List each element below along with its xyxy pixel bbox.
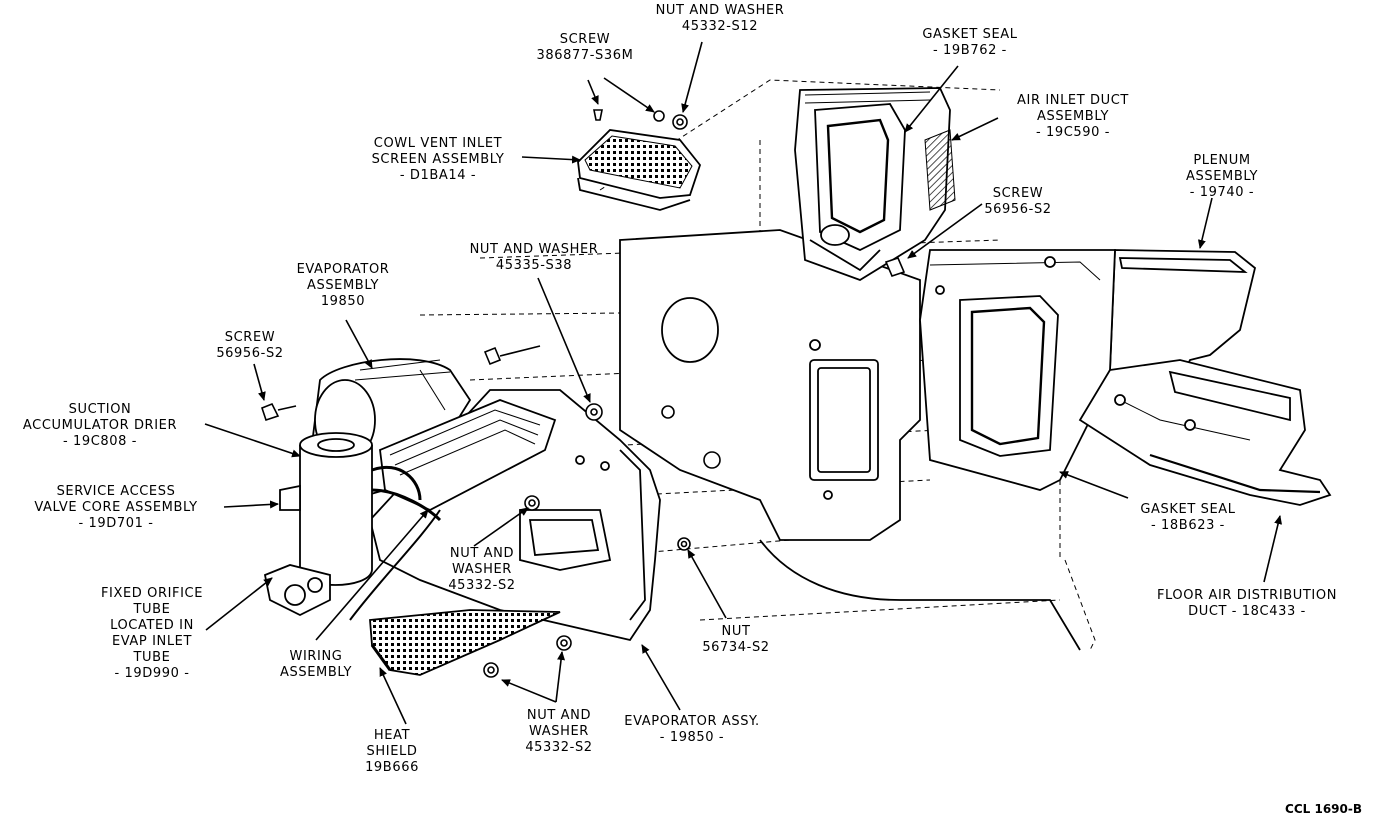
label-line: - D1BA14 - xyxy=(399,168,477,183)
label-line: - 19D701 - xyxy=(78,516,154,531)
label-line: ASSEMBLY xyxy=(279,665,353,680)
label-line: - 19740 - xyxy=(1189,185,1255,200)
label-line: 19850 xyxy=(320,294,366,309)
label-nut-washer-mid: NUT AND WASHER 45335-S38 xyxy=(470,242,599,274)
label-line: ACCUMULATOR DRIER xyxy=(22,418,178,433)
label-line: - 18B623 - xyxy=(1151,518,1225,533)
label-line: COWL VENT INLET xyxy=(373,136,503,151)
label-line: NUT AND xyxy=(526,708,592,723)
fasteners xyxy=(261,109,906,678)
label-screw-top: SCREW 386877-S36M xyxy=(537,32,634,64)
label-wiring: WIRING ASSEMBLY xyxy=(280,649,352,681)
label-line: - 19B762 - xyxy=(933,43,1007,58)
label-line: EVAPORATOR xyxy=(296,262,390,277)
label-line: WASHER xyxy=(452,562,512,577)
label-gasket-seal-bottom: GASKET SEAL - 18B623 - xyxy=(1140,502,1235,534)
label-cowl-vent: COWL VENT INLET SCREEN ASSEMBLY - D1BA14… xyxy=(372,136,505,184)
label-line: SCREW xyxy=(992,186,1044,201)
leader-lines xyxy=(204,41,1283,725)
label-line: HEAT xyxy=(373,728,411,743)
label-line: 56956-S2 xyxy=(216,346,284,361)
label-line: NUT xyxy=(721,624,751,639)
evaporator-core xyxy=(379,399,557,511)
label-line: WASHER xyxy=(529,724,589,739)
label-line: WIRING xyxy=(289,649,343,664)
label-line: SCREEN ASSEMBLY xyxy=(371,152,505,167)
label-evaporator-top: EVAPORATOR ASSEMBLY 19850 xyxy=(297,262,390,310)
label-line: SCREW xyxy=(224,330,276,345)
drawing-code: CCL 1690-B xyxy=(1285,802,1362,816)
label-line: AIR INLET DUCT xyxy=(1017,93,1129,108)
label-line: GASKET SEAL xyxy=(922,27,1018,42)
label-line: 45332-S2 xyxy=(448,578,516,593)
label-line: TUBE xyxy=(133,602,171,617)
wiring-harness xyxy=(349,509,441,621)
label-line: DUCT - 18C433 - xyxy=(1188,604,1306,619)
label-line: 386877-S36M xyxy=(536,48,634,63)
label-suction-accumulator: SUCTION ACCUMULATOR DRIER - 19C808 - xyxy=(23,402,177,450)
label-line: - 19C808 - xyxy=(62,434,138,449)
plenum-assembly xyxy=(919,249,1257,491)
label-line: TUBE xyxy=(133,650,171,665)
label-line: NUT AND xyxy=(449,546,515,561)
label-line: VALVE CORE ASSEMBLY xyxy=(34,500,198,515)
label-evaporator-assy: EVAPORATOR ASSY. - 19850 - xyxy=(624,714,759,746)
label-line: LOCATED IN xyxy=(110,618,194,633)
label-line: SCREW xyxy=(559,32,611,47)
label-nut-washer-bottom: NUT AND WASHER 45332-S2 xyxy=(525,708,592,756)
label-fixed-orifice: FIXED ORIFICE TUBE LOCATED IN EVAP INLET… xyxy=(101,586,203,682)
label-line: 45332-S12 xyxy=(681,19,759,34)
label-line: 45335-S38 xyxy=(495,258,573,273)
label-line: EVAPORATOR ASSY. xyxy=(624,714,760,729)
label-line: NUT AND WASHER xyxy=(655,3,785,18)
label-line: EVAP INLET xyxy=(111,634,193,649)
cowl-vent-screen xyxy=(577,129,702,211)
label-line: 56734-S2 xyxy=(702,640,770,655)
label-screw-left: SCREW 56956-S2 xyxy=(216,330,283,362)
label-nut-washer-top: NUT AND WASHER 45332-S12 xyxy=(656,3,785,35)
label-line: ASSEMBLY xyxy=(306,278,379,293)
label-line: 45332-S2 xyxy=(525,740,593,755)
label-heat-shield: HEAT SHIELD 19B666 xyxy=(365,728,419,776)
floor-air-duct xyxy=(1078,359,1332,506)
label-line: SUCTION xyxy=(68,402,132,417)
label-line: NUT AND WASHER xyxy=(469,242,599,257)
label-floor-air: FLOOR AIR DISTRIBUTION DUCT - 18C433 - xyxy=(1157,588,1337,620)
heat-shield xyxy=(369,609,561,676)
label-line: SHIELD xyxy=(366,744,418,759)
label-plenum: PLENUM ASSEMBLY - 19740 - xyxy=(1186,153,1258,201)
label-line: FIXED ORIFICE xyxy=(100,586,204,601)
label-line: PLENUM xyxy=(1193,153,1251,168)
label-line: - 19C590 - xyxy=(1035,125,1111,140)
label-line: GASKET SEAL xyxy=(1140,502,1236,517)
label-service-access: SERVICE ACCESS VALVE CORE ASSEMBLY - 19D… xyxy=(34,484,197,532)
orifice-fitting xyxy=(263,564,331,617)
label-line: 19B666 xyxy=(365,760,419,775)
label-nut-right: NUT 56734-S2 xyxy=(702,624,769,656)
label-nut-washer-lower: NUT AND WASHER 45332-S2 xyxy=(448,546,515,594)
label-line: ASSEMBLY xyxy=(1185,169,1259,184)
label-line: FLOOR AIR DISTRIBUTION xyxy=(1156,588,1338,603)
air-inlet-duct xyxy=(794,87,956,281)
label-gasket-seal-top: GASKET SEAL - 19B762 - xyxy=(922,27,1017,59)
label-line: ASSEMBLY xyxy=(1036,109,1109,124)
body-panel xyxy=(619,229,1081,651)
label-air-inlet-duct: AIR INLET DUCT ASSEMBLY - 19C590 - xyxy=(1017,93,1129,141)
label-line: - 19850 - xyxy=(659,730,725,745)
suction-accumulator xyxy=(279,432,442,586)
label-line: SERVICE ACCESS xyxy=(56,484,176,499)
label-screw-right: SCREW 56956-S2 xyxy=(984,186,1051,218)
label-line: 56956-S2 xyxy=(984,202,1052,217)
label-line: - 19D990 - xyxy=(114,666,190,681)
